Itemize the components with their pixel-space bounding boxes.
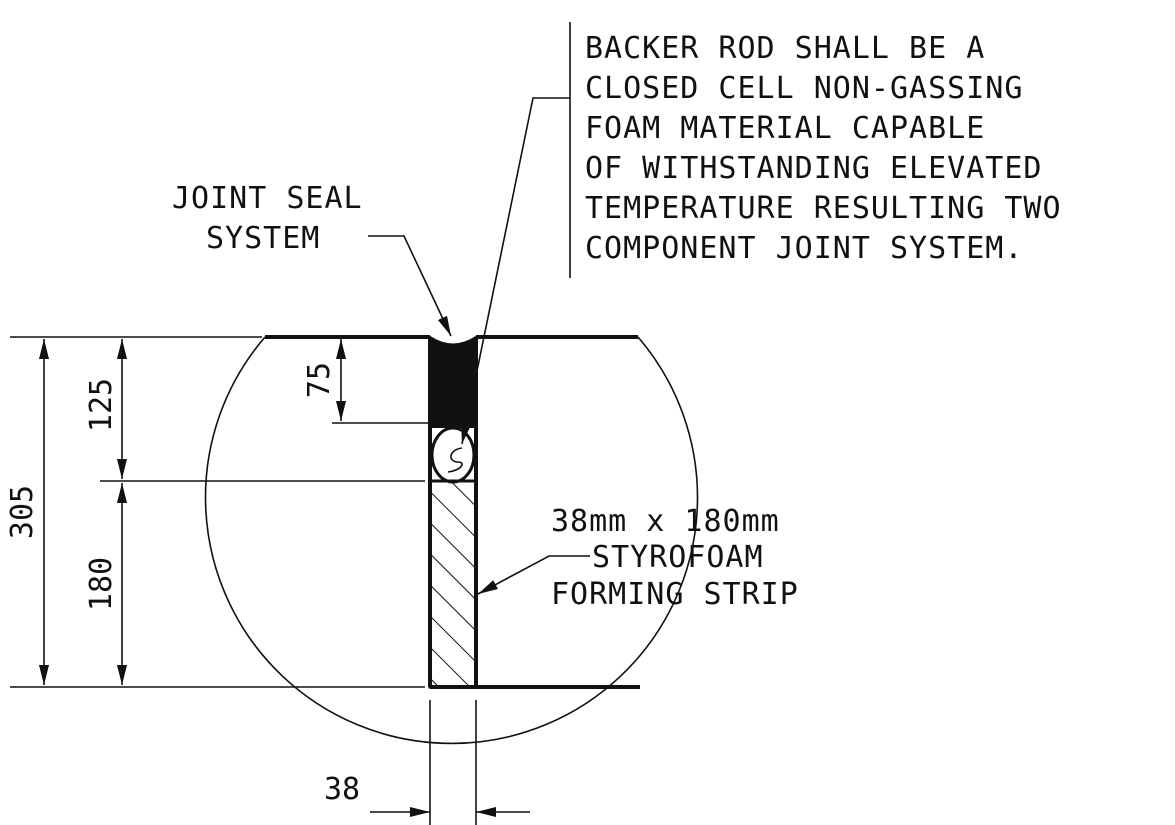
backer-rod-leader <box>461 97 570 445</box>
backer-rod-symbol <box>447 447 463 473</box>
backer-rod-note-line-3: FOAM MATERIAL CAPABLE <box>585 111 985 146</box>
backer-rod-note-line-6: COMPONENT JOINT SYSTEM. <box>585 231 1023 266</box>
dim-305-label: 305 <box>5 485 40 539</box>
dim-125-label: 125 <box>84 378 119 432</box>
detail-circle <box>204 336 699 745</box>
forming-strip-note-line-2: STYROFOAM <box>592 540 764 575</box>
forming-strip-leader <box>477 555 590 595</box>
backer-rod-note-line-4: OF WITHSTANDING ELEVATED <box>585 151 1042 186</box>
joint-seal-leader <box>368 235 452 337</box>
backer-rod <box>430 426 476 484</box>
backer-rod-note-line-2: CLOSED CELL NON-GASSING <box>585 71 1023 106</box>
joint-seal-note-line-1: JOINT SEAL <box>172 181 363 216</box>
dim-180-label: 180 <box>84 557 119 611</box>
backer-rod-note-line-5: TEMPERATURE RESULTING TWO <box>585 191 1062 226</box>
dim-38-label: 38 <box>324 772 360 807</box>
backer-rod-note-line-1: BACKER ROD SHALL BE A <box>585 31 985 66</box>
dim-75-label: 75 <box>302 362 337 398</box>
styrofoam-strip <box>428 479 478 689</box>
forming-strip-note-line-3: FORMING STRIP <box>551 577 799 612</box>
forming-strip-note-line-1: 38mm x 180mm <box>551 504 780 539</box>
joint-seal-fill <box>429 335 477 428</box>
joint-seal-note-line-2: SYSTEM <box>206 221 320 256</box>
